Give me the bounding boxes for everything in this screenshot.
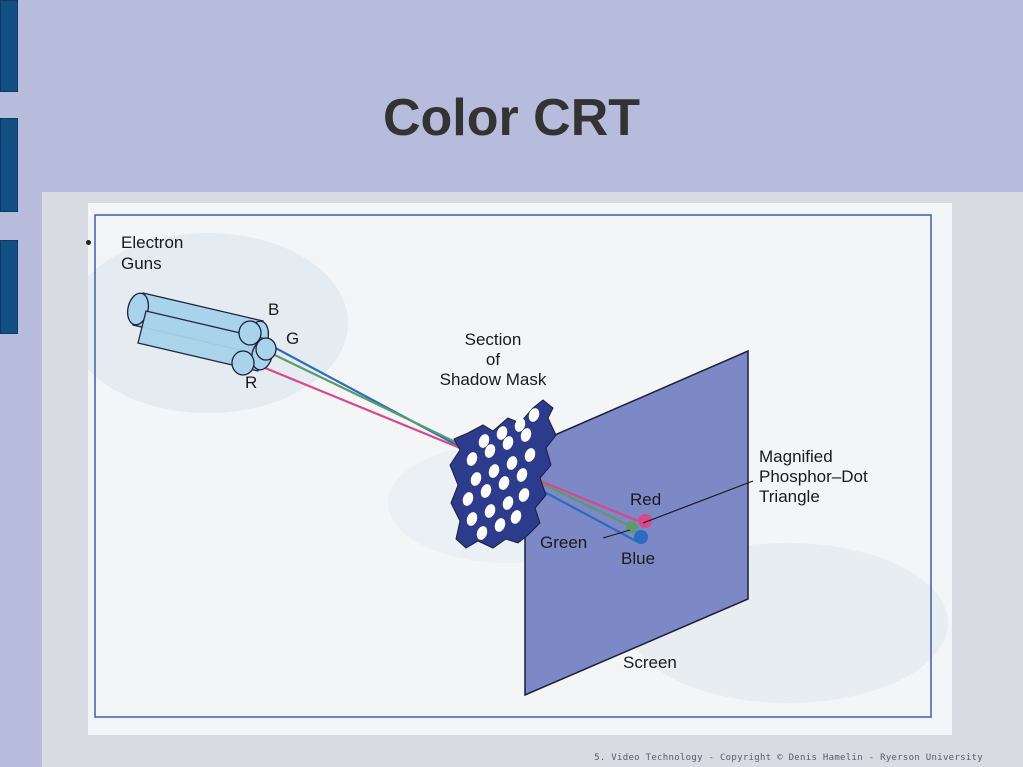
mask-hole — [510, 510, 522, 524]
mask-hole — [516, 468, 528, 482]
mask-hole — [462, 492, 474, 506]
phosphor-dot-green — [626, 521, 638, 533]
mask-hole — [484, 504, 496, 518]
phosphor-dot-blue — [634, 530, 648, 544]
blue-label: Blue — [621, 549, 656, 568]
screen-label: Screen — [623, 653, 677, 672]
mask-hole — [488, 464, 500, 478]
mask-hole — [524, 448, 536, 462]
mask-hole — [470, 472, 482, 486]
bullet-marker — [86, 240, 91, 245]
crt-diagram: Electron Guns B G R Section of Shadow Ma… — [88, 203, 952, 735]
red-label: Red — [630, 490, 662, 509]
electron-guns — [126, 292, 277, 376]
green-label: Green — [540, 533, 588, 552]
mask-hole — [466, 512, 478, 526]
electron-guns-label: Electron Guns — [121, 233, 184, 273]
green-leader-line — [602, 529, 631, 539]
mask-hole — [514, 418, 526, 432]
phosphor-leader-line — [642, 480, 754, 524]
mask-hole — [484, 444, 496, 458]
mask-hole — [478, 434, 490, 448]
phosphor-triangle-label: Magnified Phosphor–Dot Triangle — [759, 447, 868, 506]
slide-tab-1 — [0, 0, 18, 92]
mask-hole — [518, 488, 530, 502]
gun-g-label: G — [286, 329, 300, 348]
mask-hole — [506, 456, 518, 470]
gun-b-label: B — [268, 300, 280, 319]
mask-hole — [502, 436, 514, 450]
screen-plane — [524, 349, 749, 697]
mask-hole — [476, 526, 488, 540]
mask-hole — [520, 428, 532, 442]
shadow-mask-label: Section of Shadow Mask — [439, 330, 547, 389]
crt-diagram-drawing — [88, 214, 948, 718]
gun-r-label: R — [245, 373, 258, 392]
blue-beam — [252, 335, 637, 542]
shadow-mask-section — [449, 399, 557, 549]
mask-hole — [494, 518, 506, 532]
mask-hole — [502, 496, 514, 510]
slide-tab-3 — [0, 240, 18, 334]
green-beam — [255, 345, 635, 529]
figure-frame — [94, 214, 932, 718]
slide-tab-2 — [0, 118, 18, 212]
phosphor-dot-red — [638, 514, 652, 528]
mask-hole — [496, 426, 508, 440]
mask-hole — [498, 476, 510, 490]
mask-hole — [480, 484, 492, 498]
slide-footer: 5. Video Technology - Copyright © Denis … — [594, 753, 983, 763]
mask-hole — [528, 408, 540, 422]
red-beam — [247, 359, 644, 525]
mask-hole — [466, 452, 478, 466]
slide-title: Color CRT — [382, 89, 641, 147]
